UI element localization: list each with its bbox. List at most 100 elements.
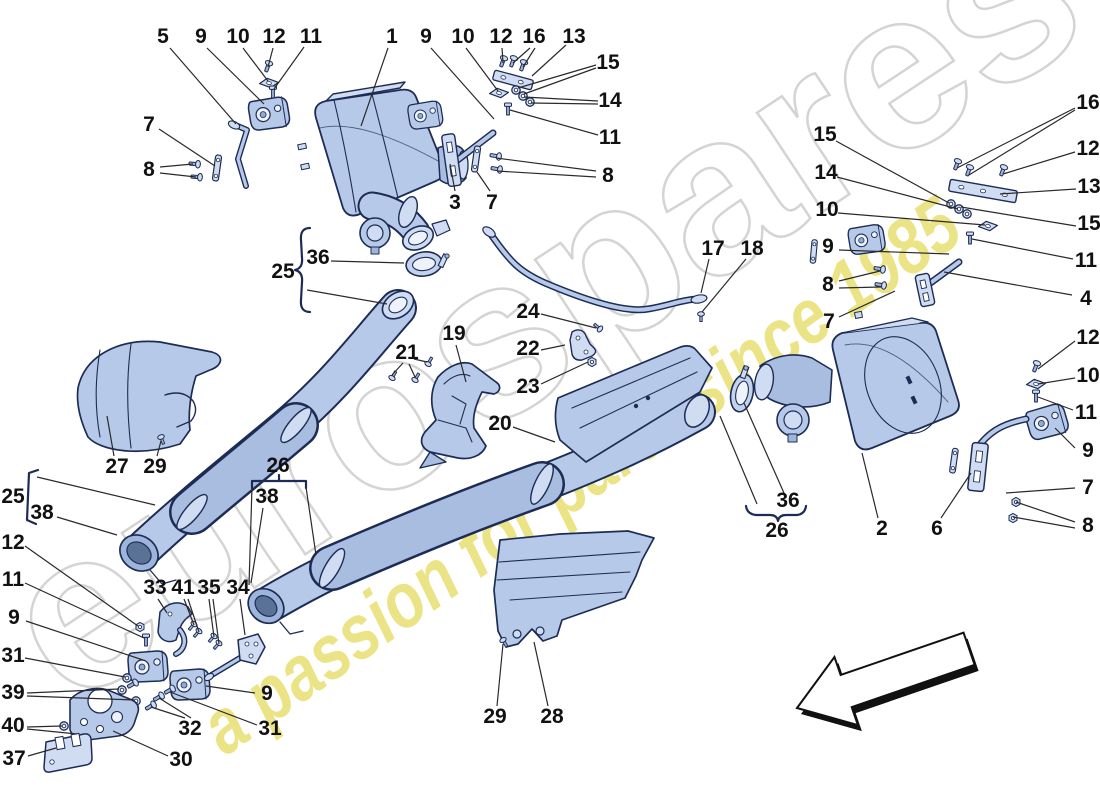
- leader-line-20: [512, 426, 556, 443]
- leader-line-19: [455, 344, 467, 383]
- leader-line-41: [187, 598, 200, 633]
- leader-line-15: [517, 64, 597, 89]
- leader-line-9: [25, 620, 144, 661]
- part-label-15-28: 15: [1077, 212, 1100, 235]
- direction-arrow: [795, 631, 979, 732]
- silencer-1: [297, 81, 469, 255]
- leader-line-8: [159, 172, 197, 178]
- leader-line-17: [700, 258, 710, 294]
- leader-line-9: [206, 47, 265, 105]
- part-label-8-70: 8: [1082, 514, 1094, 537]
- part-label-38-44: 38: [30, 501, 54, 524]
- leader-line-41: [183, 598, 195, 626]
- part-label-7-24: 7: [823, 310, 835, 333]
- leader-line-34: [239, 598, 246, 636]
- part-label-23-35: 23: [516, 375, 540, 398]
- leader-line-8: [496, 170, 597, 178]
- part-label-11-4: 11: [299, 25, 323, 48]
- bolt-16a-topcenter: [506, 54, 519, 69]
- exhaust-pipe-26: [247, 393, 716, 635]
- heat-shield-27: [76, 340, 222, 453]
- leader-line-8: [495, 157, 597, 172]
- part-label-4-30: 4: [1080, 287, 1092, 310]
- leader-line-31: [169, 691, 258, 726]
- part-label-9-47: 9: [8, 606, 20, 629]
- part-label-9-1: 9: [195, 25, 207, 48]
- part-label-12-45: 12: [1, 531, 25, 554]
- part-label-28-63: 28: [540, 705, 564, 728]
- leader-line-4: [943, 271, 1073, 296]
- leader-line-3: [449, 163, 456, 192]
- brace-25-left: [293, 226, 312, 314]
- part-label-7-18: 7: [486, 191, 498, 214]
- shim-strip-7-rightlow: [948, 447, 960, 474]
- part-label-21-38: 21: [395, 341, 419, 364]
- leader-line-7: [1005, 487, 1076, 494]
- plate-37: [43, 732, 93, 773]
- rubber-mount-9-rightlow: [1023, 401, 1071, 442]
- part-label-25-41: 25: [271, 260, 295, 283]
- leader-line-15: [835, 140, 950, 204]
- leader-line-35: [208, 598, 215, 638]
- heat-shield-19: [419, 361, 501, 469]
- leader-line-35: [212, 598, 220, 645]
- leader-line-1: [360, 47, 389, 127]
- leader-line-12: [501, 47, 504, 64]
- leader-line-10: [1037, 377, 1076, 385]
- part-label-10-9: 10: [451, 25, 475, 48]
- leader-line-36: [719, 415, 758, 505]
- leader-line-40: [26, 728, 78, 735]
- leader-line-25: [306, 289, 388, 305]
- leader-line-26: [305, 486, 317, 556]
- part-label-5-0: 5: [157, 25, 169, 48]
- part-label-22-34: 22: [516, 337, 540, 360]
- part-label-10-2: 10: [226, 25, 250, 48]
- support-rod-4: [914, 258, 963, 308]
- part-label-16-25: 16: [1076, 91, 1100, 114]
- support-rod-5: [227, 120, 250, 189]
- pipe-clamp-36-right: [729, 365, 755, 413]
- leader-line-24: [540, 313, 597, 329]
- part-label-8-6: 8: [143, 158, 155, 181]
- bolt-12-rightlow: [1029, 359, 1042, 374]
- leader-line-14: [523, 96, 599, 102]
- leader-line-8: [1012, 516, 1076, 529]
- part-label-38-53: 38: [255, 485, 279, 508]
- rubber-mount-9b-bottom: [169, 668, 211, 701]
- leader-line-2: [861, 452, 879, 519]
- leader-line-10: [837, 212, 986, 226]
- leader-line-26: [248, 486, 253, 586]
- part-label-29-40: 29: [143, 455, 167, 478]
- part-label-36-64: 36: [776, 489, 800, 512]
- leader-line-39: [26, 695, 135, 701]
- plate-10-right: [977, 219, 999, 233]
- plate-10-topcenter: [488, 86, 510, 100]
- leader-line-25: [36, 476, 156, 506]
- washer-31-left: [122, 673, 132, 683]
- support-rod-17: [482, 226, 708, 314]
- rubber-mount-9-topleft: [247, 95, 292, 132]
- leader-line-14: [530, 102, 599, 105]
- leader-line-13: [999, 188, 1077, 195]
- part-label-12-10: 12: [489, 25, 513, 48]
- part-label-41-55: 41: [171, 576, 195, 599]
- bracket-25-bottomleft: [25, 468, 40, 526]
- part-label-14-14: 14: [598, 89, 622, 112]
- part-label-2-66: 2: [876, 517, 888, 540]
- leader-line-11: [1037, 396, 1074, 411]
- leader-line-32: [150, 706, 186, 719]
- part-label-19-37: 19: [442, 322, 466, 345]
- leader-line-18: [701, 258, 747, 313]
- leader-lines: [24, 44, 1077, 757]
- part-label-11-29: 11: [1074, 249, 1098, 272]
- leader-line-40: [26, 725, 63, 728]
- leader-line-36: [743, 402, 785, 494]
- washer-15a-topcenter: [511, 85, 521, 95]
- leader-line-11: [971, 238, 1074, 260]
- bolt-12-right: [996, 163, 1009, 178]
- pipe-sleeve-38-left: [169, 402, 319, 535]
- part-label-9-8: 9: [420, 25, 432, 48]
- shim-strip-7-topleft: [211, 154, 223, 182]
- leader-line-38: [56, 516, 118, 536]
- leader-line-12: [1002, 151, 1076, 175]
